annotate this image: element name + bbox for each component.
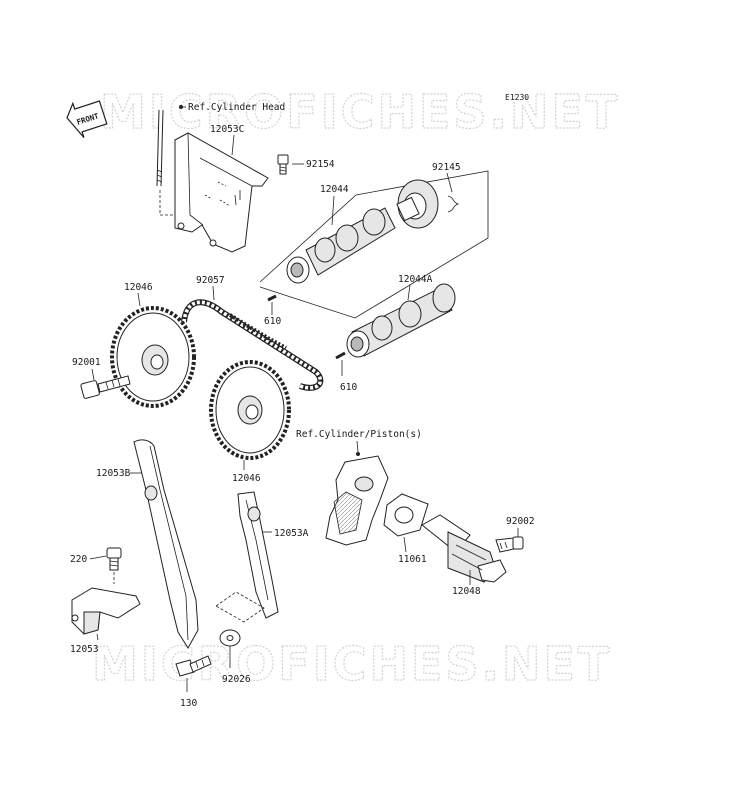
chain-guide-12053b xyxy=(133,439,199,649)
watermark-bottom: MICROFICHES.NET xyxy=(92,637,612,691)
ref-cylinder-piston: Ref.Cylinder/Piston(s) xyxy=(296,429,422,440)
holder-12053 xyxy=(71,587,141,635)
label-11061: 11061 xyxy=(398,554,427,565)
label-610-upper: 610 xyxy=(264,316,281,327)
chain-guide-12053a xyxy=(237,491,279,619)
sprocket-12046-upper xyxy=(110,306,196,408)
camshaft-12044a xyxy=(346,283,456,358)
label-12053b: 12053B xyxy=(96,468,131,479)
label-92001: 92001 xyxy=(72,357,101,368)
label-610-lower: 610 xyxy=(340,382,357,393)
screw-220 xyxy=(106,547,122,571)
label-12048: 12048 xyxy=(452,586,481,597)
label-92154: 92154 xyxy=(306,159,335,170)
label-12046-bottom: 12046 xyxy=(232,473,261,484)
label-12046-top: 12046 xyxy=(124,282,153,293)
washer-92026 xyxy=(219,629,241,647)
spring-92145 xyxy=(447,195,460,213)
sprocket-12046-lower xyxy=(209,360,291,460)
tensioner-12048 xyxy=(421,514,507,583)
label-130: 130 xyxy=(180,698,197,709)
ref-cylinder-head-dot xyxy=(179,105,183,109)
camshaft-assembly-frame xyxy=(259,170,489,319)
diagram-code: E1230 xyxy=(505,93,529,102)
ref-cylinder-head: Ref.Cylinder Head xyxy=(188,102,285,113)
label-92002: 92002 xyxy=(506,516,535,527)
stud-bolt xyxy=(156,109,164,187)
label-12053: 12053 xyxy=(70,644,99,655)
camshaft-12044 xyxy=(286,179,439,284)
label-92057: 92057 xyxy=(196,275,225,286)
label-12053a: 12053A xyxy=(274,528,309,539)
label-220: 220 xyxy=(70,554,87,565)
cam-chain-92057 xyxy=(181,299,324,391)
bolt-92002 xyxy=(495,536,524,553)
cylinder-fragment xyxy=(325,455,389,546)
front-arrow-icon: FRONT xyxy=(66,100,108,138)
gasket-11061 xyxy=(383,493,429,537)
label-12044a: 12044A xyxy=(398,274,433,285)
watermark-top: MICROFICHES.NET xyxy=(100,85,620,139)
label-92026: 92026 xyxy=(222,674,251,685)
bolt-92154 xyxy=(277,154,289,175)
label-12053c: 12053C xyxy=(210,124,244,135)
chain-guide-bracket-12053c xyxy=(174,132,269,253)
bolt-130 xyxy=(175,655,212,677)
bolt-92001 xyxy=(80,375,131,399)
label-92145: 92145 xyxy=(432,162,461,173)
label-12044: 12044 xyxy=(320,184,349,195)
